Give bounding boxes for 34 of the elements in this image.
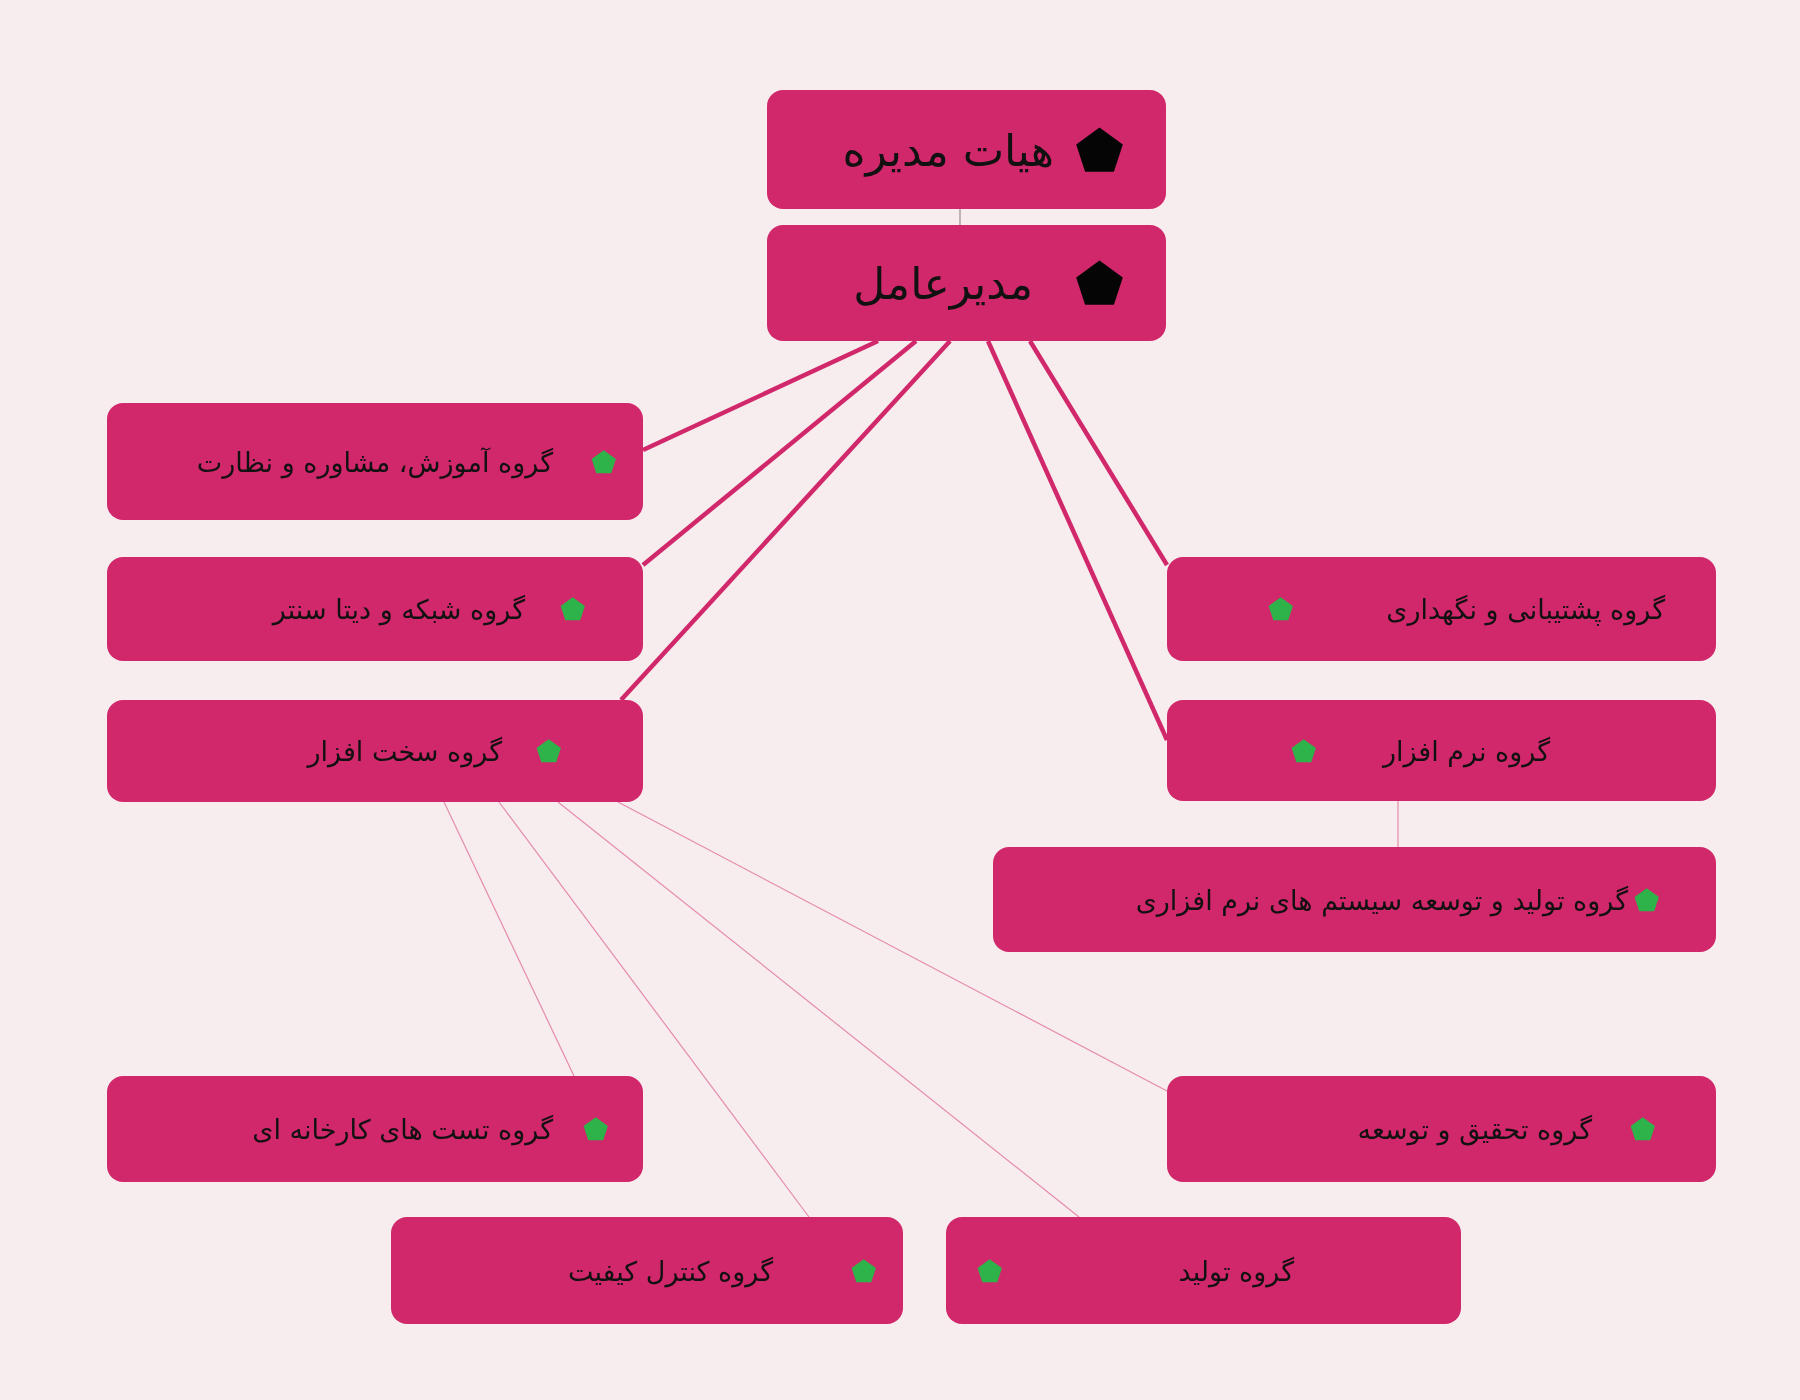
connector-line — [642, 338, 879, 453]
group-box — [767, 90, 1166, 209]
group-name: گروه تحقیق و توسعه — [1357, 1113, 1592, 1145]
group-name: گروه کنترل کیفیت — [567, 1255, 773, 1286]
connector-line — [1028, 339, 1169, 567]
connector-line — [641, 339, 918, 567]
group-name: گروه شبکه و دیتا سنتر — [272, 593, 525, 625]
group-box — [107, 700, 643, 802]
connector-line — [959, 208, 961, 226]
connector-line — [619, 339, 952, 702]
group-box — [1167, 700, 1716, 801]
group-box — [993, 847, 1716, 952]
group-box — [107, 557, 643, 661]
group-name: هیات مدیره — [842, 124, 1054, 175]
group-name: مدیرعامل — [853, 257, 1033, 309]
connector-line — [617, 801, 1168, 1092]
connector-line — [498, 801, 810, 1218]
group-box — [1167, 1076, 1716, 1182]
group-box — [767, 225, 1166, 341]
group-name: گروه سخت افزار — [307, 735, 502, 767]
group-box — [107, 1076, 643, 1182]
group-name: گروه نرم افزار — [1382, 735, 1550, 766]
group-name: گروه آموزش، مشاوره و نظارت — [196, 446, 553, 477]
group-box — [1167, 557, 1716, 661]
connector-line — [1397, 800, 1399, 848]
connector-line — [443, 801, 575, 1077]
group-box — [107, 403, 643, 520]
group-name: گروه تست های کارخانه ای — [252, 1113, 553, 1145]
group-name: گروه تولید و توسعه سیستم های نرم افزاری — [1135, 884, 1628, 915]
connector-line — [557, 801, 1080, 1218]
group-name: گروه تولید — [1178, 1255, 1294, 1286]
group-name: گروه پشتیبانی و نگهداری — [1386, 593, 1665, 625]
group-box — [946, 1217, 1461, 1324]
group-box — [391, 1217, 903, 1324]
